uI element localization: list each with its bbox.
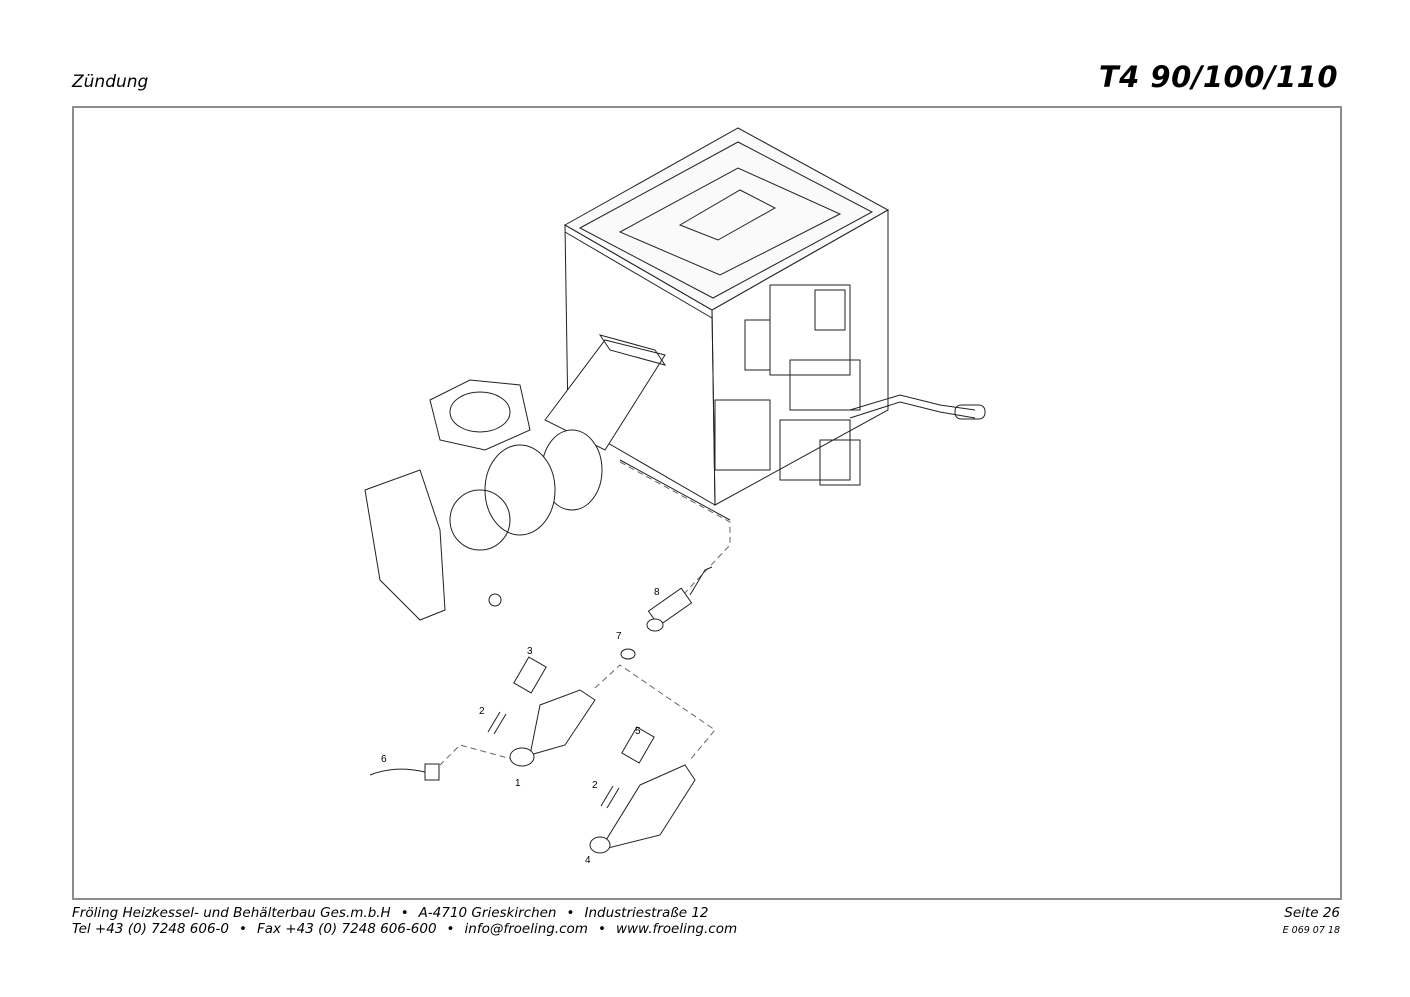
fax: Fax +43 (0) 7248 606-600 <box>256 921 437 937</box>
part-4-igniter <box>589 764 696 854</box>
callout-7: 7 <box>616 631 622 642</box>
part-3-element <box>513 656 547 694</box>
part-5-element <box>621 726 655 764</box>
callout-8: 8 <box>654 587 660 598</box>
section-title: Zündung <box>72 72 149 92</box>
callout-2: 2 <box>479 706 485 717</box>
company-city: A-4710 Grieskirchen <box>418 905 557 921</box>
page-number: Seite 26 <box>1284 905 1340 921</box>
callout-3: 3 <box>527 646 533 657</box>
part-1-igniter <box>509 689 596 767</box>
part-6-cable <box>369 763 440 781</box>
part-8-holder <box>646 566 713 632</box>
callout-4: 4 <box>585 855 591 866</box>
feed-auger <box>364 334 667 621</box>
assembly-lines <box>439 461 731 766</box>
company-name: Fröling Heizkessel- und Behälterbau Ges.… <box>72 905 391 921</box>
document-code: E 069 07 18 <box>1282 925 1340 936</box>
boiler-body <box>563 127 986 521</box>
part-7-ring <box>620 648 636 660</box>
drawing-frame <box>72 106 1342 900</box>
callout-6: 6 <box>381 754 387 765</box>
footer-address: Fröling Heizkessel- und Behälterbau Ges.… <box>72 905 738 937</box>
email-link[interactable]: info@froeling.com <box>464 921 588 937</box>
callout-1: 1 <box>515 778 521 789</box>
phone: Tel +43 (0) 7248 606-0 <box>72 921 229 937</box>
company-street: Industriestraße 12 <box>584 905 709 921</box>
callout-5: 5 <box>635 726 641 737</box>
website-link[interactable]: www.froeling.com <box>615 921 738 937</box>
callout-2b: 2 <box>592 780 598 791</box>
part-2-screws <box>487 711 620 809</box>
model-title: T4 90/100/110 <box>1098 60 1338 94</box>
